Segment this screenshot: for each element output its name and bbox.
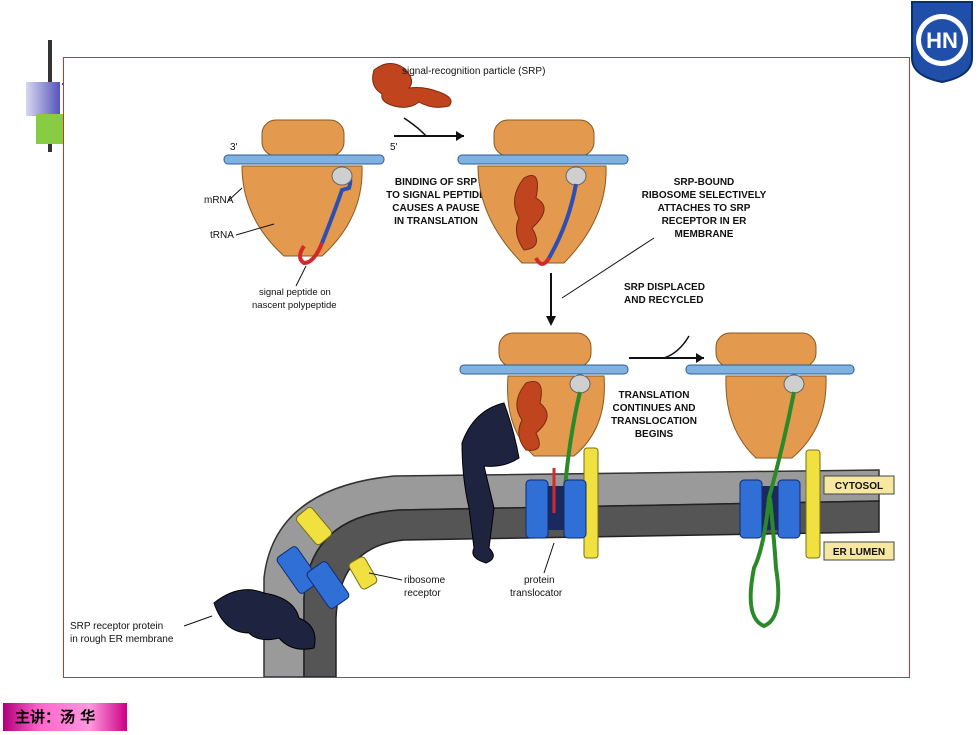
label-translocator-2: translocator [510, 588, 563, 599]
label-signal-peptide-2: nascent polypeptide [252, 300, 337, 311]
ribosome-2 [457, 119, 629, 266]
ribosome-1 [223, 119, 385, 266]
label-srp-bound-3: ATTACHES TO SRP [658, 203, 751, 214]
label-er-lumen: ER LUMEN [833, 547, 885, 558]
label-trna: tRNA [210, 230, 234, 241]
label-cytosol: CYTOSOL [835, 481, 883, 492]
presenter-label: 主讲：汤 华 [3, 703, 127, 731]
ribosome-3 [459, 332, 629, 559]
label-srp: signal-recognition particle (SRP) [402, 66, 545, 77]
label-translation-1: TRANSLATION [619, 390, 690, 401]
label-srp-bound-1: SRP-BOUND [674, 177, 735, 188]
label-displaced-2: AND RECYCLED [624, 295, 703, 306]
ribosome-receptor-left [276, 506, 378, 609]
label-binding-1: BINDING OF SRP [395, 177, 478, 188]
label-srp-receptor-1: SRP receptor protein [70, 621, 163, 632]
srp-receptor-left [213, 589, 316, 650]
srp-particle [372, 63, 452, 108]
label-ribosome-receptor-1: ribosome [404, 575, 446, 586]
label-translation-3: TRANSLOCATION [611, 416, 697, 427]
ribosome-4 [685, 332, 855, 629]
label-srp-receptor-2: in rough ER membrane [70, 634, 174, 645]
label-5prime: 5' [390, 142, 398, 153]
label-binding-3: CAUSES A PAUSE [392, 203, 480, 214]
decor-square-green [36, 114, 66, 144]
label-srp-bound-5: MEMBRANE [675, 229, 734, 240]
label-3prime: 3' [230, 142, 238, 153]
label-displaced-1: SRP DISPLACED [624, 282, 705, 293]
label-translation-4: BEGINS [635, 429, 674, 440]
logo-text: HN [926, 28, 958, 53]
university-logo: HN [904, 0, 980, 84]
label-signal-peptide-1: signal peptide on [259, 287, 331, 298]
label-ribosome-receptor-2: receptor [404, 588, 441, 599]
label-binding-2: TO SIGNAL PEPTIDE [386, 190, 486, 201]
label-binding-4: IN TRANSLATION [394, 216, 478, 227]
diagram-frame: signal-recognition particle (SRP) 3' 5' … [63, 57, 910, 678]
label-srp-bound-2: RIBOSOME SELECTIVELY [642, 190, 767, 201]
decor-square-blue [26, 82, 60, 116]
label-translocator-1: protein [524, 575, 555, 586]
label-srp-bound-4: RECEPTOR IN ER [662, 216, 748, 227]
srp-receptor-docked [461, 402, 520, 564]
label-translation-2: CONTINUES AND [613, 403, 696, 414]
srp-pathway-diagram: signal-recognition particle (SRP) 3' 5' … [70, 63, 895, 677]
label-mrna: mRNA [204, 195, 234, 206]
